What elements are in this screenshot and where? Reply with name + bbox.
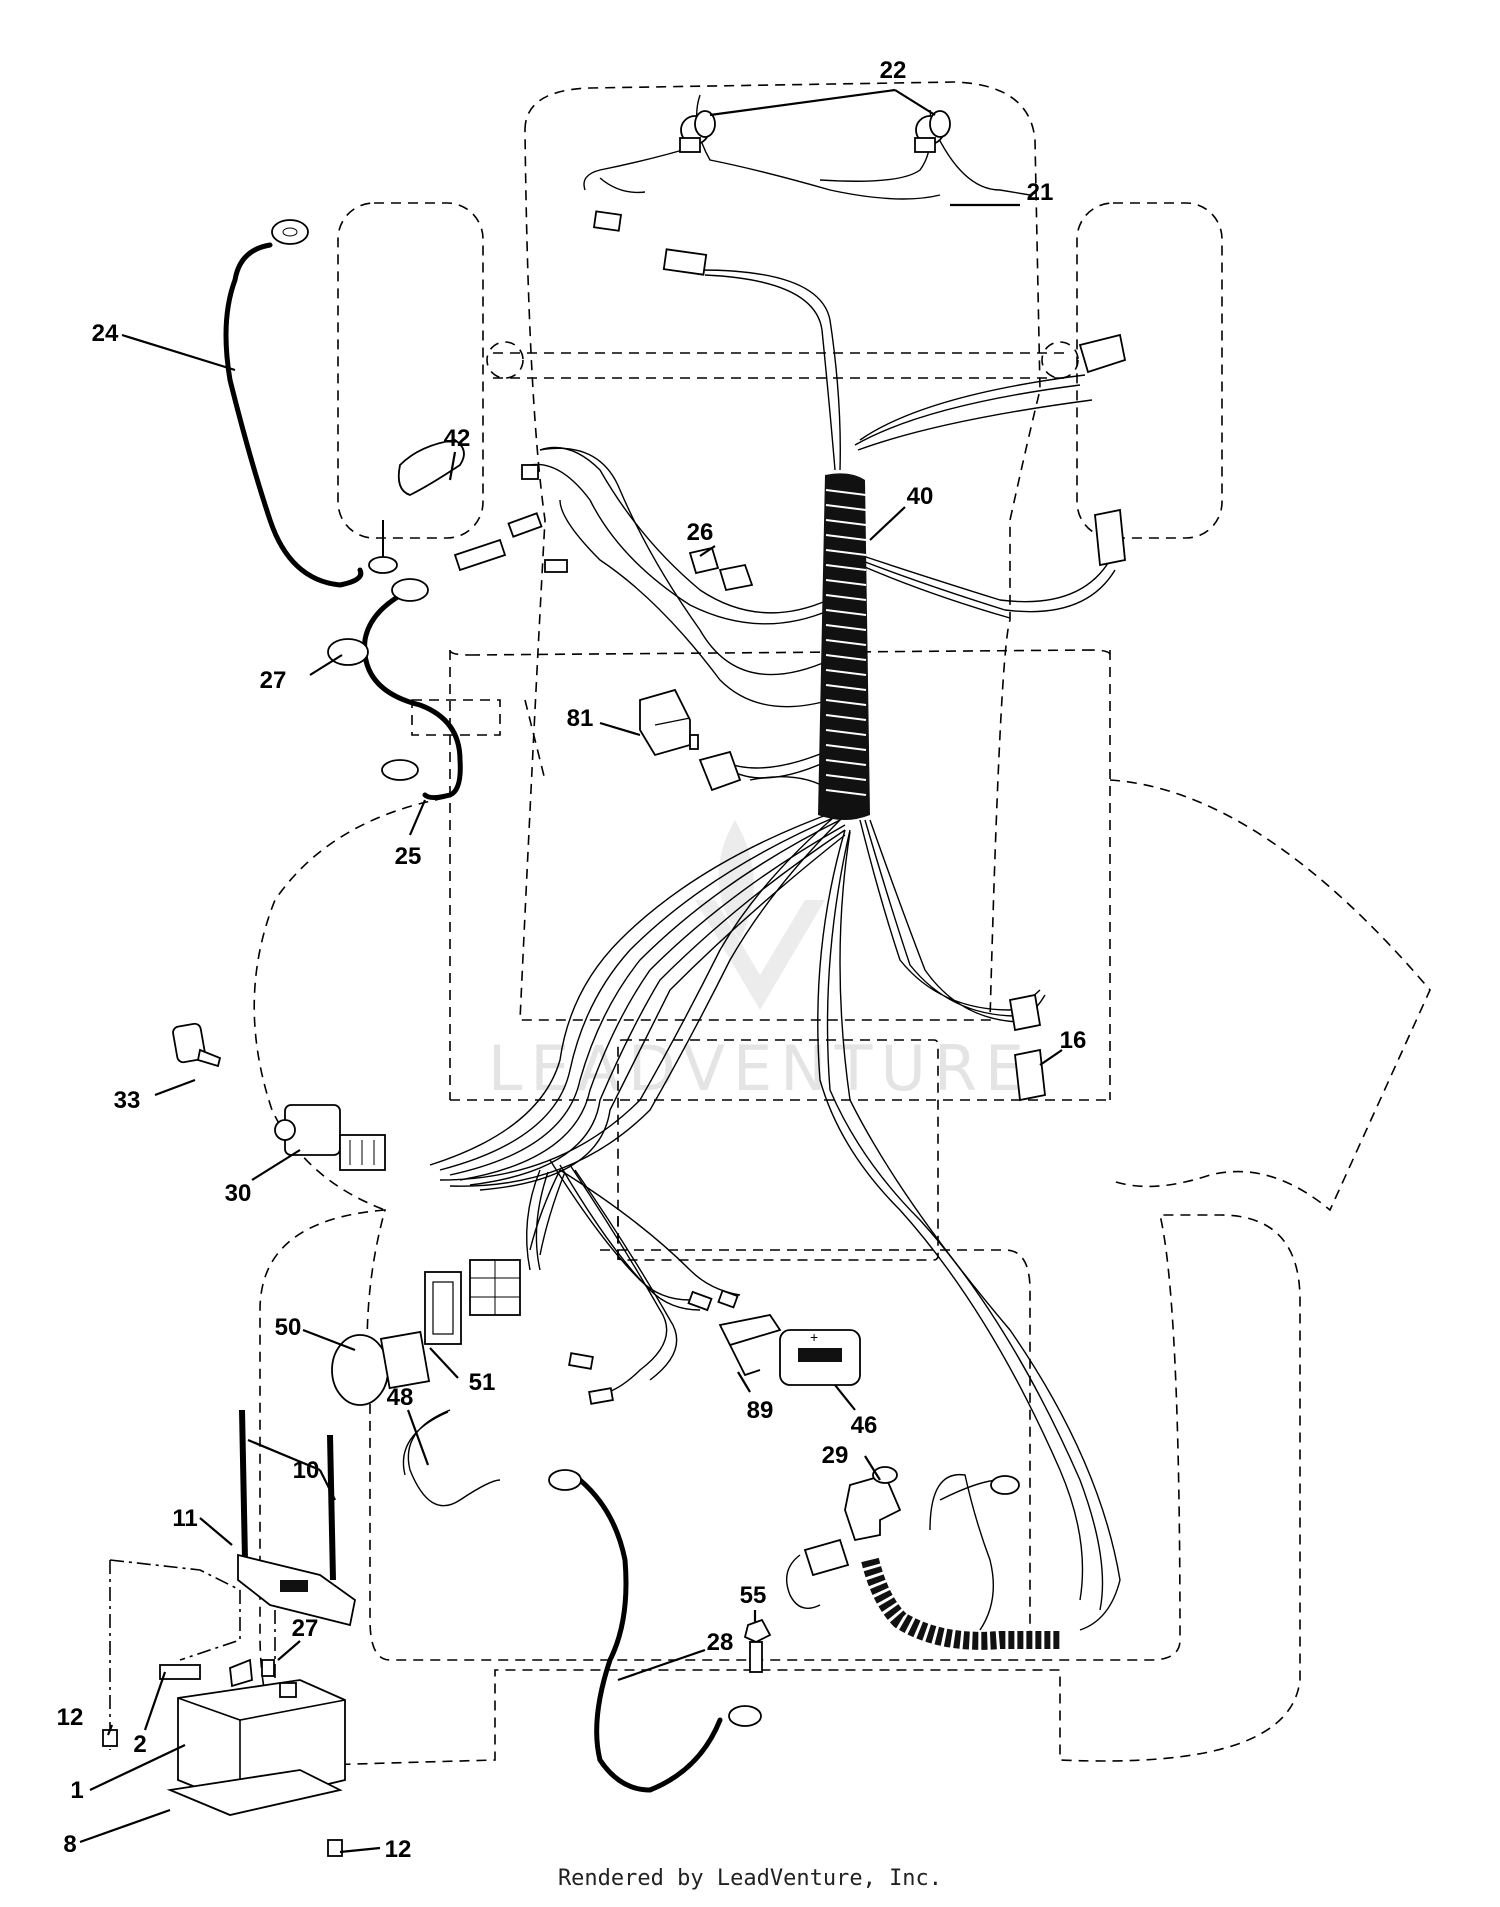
callout-11: 11 — [172, 1505, 197, 1532]
callout-29: 29 — [822, 1442, 849, 1469]
callout-46: 46 — [851, 1412, 878, 1439]
harness-plug-top — [662, 248, 708, 276]
callout-25: 25 — [395, 843, 422, 870]
callout-40: 40 — [907, 483, 934, 510]
hour-meter-46: + — [779, 1329, 861, 1386]
wiring-harness — [402, 94, 1121, 1631]
callout-2: 2 — [133, 1731, 146, 1758]
sensor-29 — [844, 1466, 902, 1542]
svg-text:+: + — [810, 1329, 818, 1345]
callout-26: 26 — [687, 519, 714, 546]
seat-switch-16 — [1014, 1048, 1046, 1102]
callout-55: 55 — [740, 1582, 767, 1609]
callout-81: 81 — [567, 705, 594, 732]
bolt-55 — [743, 1618, 772, 1673]
callout-22: 22 — [880, 57, 907, 84]
relay-socket — [698, 750, 742, 792]
leader-lines — [79, 88, 1063, 1854]
connector-upper-right — [1078, 333, 1127, 374]
callout-24: 24 — [92, 320, 119, 347]
battery-cables — [223, 242, 723, 1793]
callout-50: 50 — [275, 1314, 302, 1341]
ring-terminal-24 — [271, 219, 309, 245]
headlight-right — [914, 110, 951, 153]
rear-coil-loom — [786, 1473, 1060, 1650]
ignition-switch-30 — [274, 1104, 386, 1171]
callout-51: 51 — [469, 1369, 496, 1396]
callout-89: 89 — [747, 1397, 774, 1424]
callout-10: 10 — [293, 1457, 320, 1484]
spiral-loom — [818, 473, 870, 820]
watermark-text: LEADVENTURE — [488, 1032, 1032, 1105]
ring-terminal-28b — [728, 1705, 762, 1727]
terminal-boot-42 — [397, 439, 465, 496]
ring-terminal-ground — [990, 1475, 1020, 1495]
nut-27b — [261, 1659, 275, 1677]
callout-12a: 12 — [57, 1704, 84, 1731]
connector-block — [469, 1259, 521, 1316]
headlight-left — [679, 110, 716, 153]
callout-42: 42 — [444, 425, 471, 452]
relay-81 — [639, 688, 699, 757]
callout-16: 16 — [1060, 1027, 1087, 1054]
hour-meter-bracket-89 — [718, 1313, 782, 1377]
ring-terminal-28a — [548, 1469, 582, 1491]
callouts: 22 21 24 42 40 26 27 81 25 16 33 30 50 5… — [57, 57, 1087, 1863]
pto-knob-50 — [331, 1330, 431, 1406]
callout-27: 27 — [260, 667, 287, 694]
callout-12b: 12 — [385, 1836, 412, 1863]
callout-33: 33 — [114, 1087, 141, 1114]
small-terminal-b — [544, 559, 568, 573]
callout-30: 30 — [225, 1180, 252, 1207]
connector-16-plug — [1008, 993, 1042, 1032]
rear-plug — [803, 1538, 850, 1577]
callout-8: 8 — [63, 1831, 76, 1858]
callout-1: 1 — [70, 1777, 83, 1804]
callout-21: 21 — [1027, 179, 1054, 206]
callout-27b: 27 — [292, 1615, 319, 1642]
switch-mid-right — [1094, 508, 1126, 567]
render-credit: Rendered by LeadVenture, Inc. — [557, 1866, 943, 1891]
bolt-2 — [159, 1664, 201, 1680]
parts: + — [102, 110, 1127, 1857]
ignition-key-33 — [172, 1022, 222, 1068]
headlight-connector — [592, 210, 623, 232]
fuse-26a — [688, 546, 720, 575]
small-terminal-a — [521, 464, 539, 480]
tractor-outline — [253, 81, 1431, 1766]
watermark: LEADVENTURE — [488, 820, 1032, 1105]
callout-48: 48 — [387, 1384, 414, 1411]
fuse-26b — [718, 563, 754, 592]
clip-12b — [327, 1839, 343, 1857]
battery-tray-8 — [166, 1769, 343, 1816]
ring-terminal-25 — [381, 759, 419, 781]
callout-28: 28 — [707, 1629, 734, 1656]
